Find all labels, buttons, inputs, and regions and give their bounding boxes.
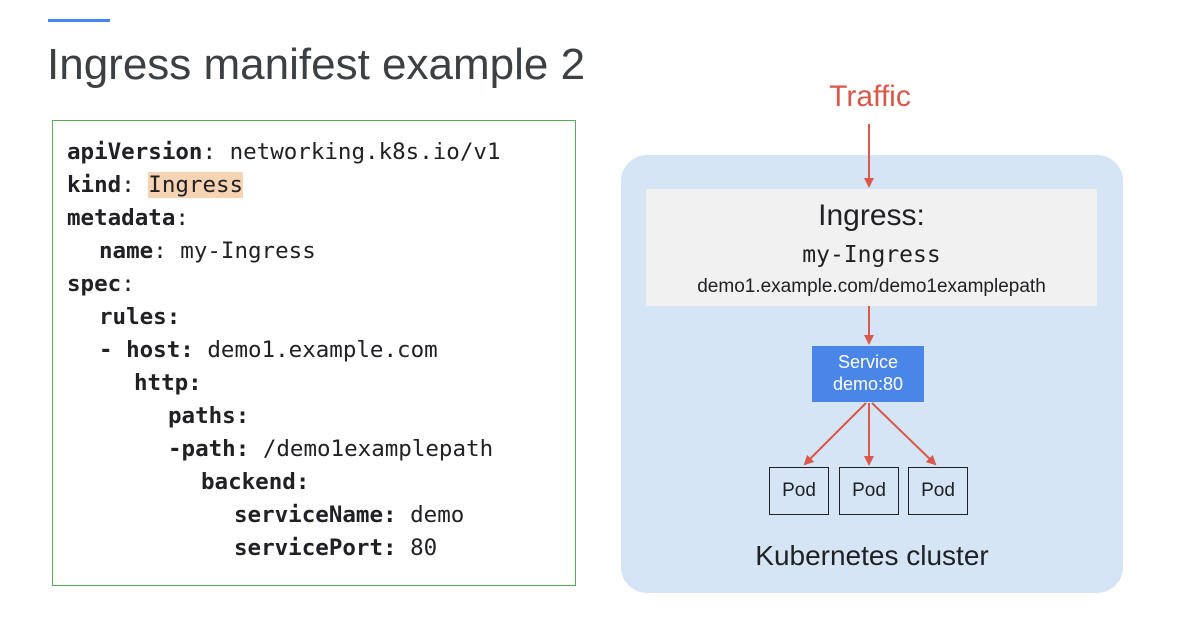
code-key: http:	[134, 370, 202, 396]
pod-box-2: Pod	[839, 467, 899, 515]
ingress-url: demo1.example.com/demo1examplepath	[697, 276, 1046, 297]
code-block: apiVersion: networking.k8s.io/v1 kind: I…	[52, 120, 576, 586]
ingress-box: Ingress: my-Ingress demo1.example.com/de…	[646, 189, 1097, 306]
ingress-name: my-Ingress	[802, 242, 941, 268]
code-line-apiversion: apiVersion: networking.k8s.io/v1	[67, 137, 501, 167]
code-key: spec	[67, 271, 122, 297]
slide-title: Ingress manifest example 2	[47, 40, 586, 89]
code-line-serviceport: servicePort: 80	[234, 533, 437, 563]
service-box: Service demo:80	[812, 346, 924, 402]
code-line-path: -path: /demo1examplepath	[168, 434, 493, 464]
code-sep	[397, 502, 411, 528]
code-key: paths:	[168, 403, 250, 429]
code-line-servicename: serviceName: demo	[234, 500, 464, 530]
code-value: demo1.example.com	[207, 337, 438, 363]
service-name-port: demo:80	[832, 374, 904, 394]
code-line-metadata: metadata:	[67, 203, 189, 233]
code-value: networking.k8s.io/v1	[229, 139, 501, 165]
code-sep	[194, 337, 208, 363]
code-sep: :	[202, 139, 230, 165]
code-line-name: name: my-Ingress	[99, 236, 316, 266]
code-sep: :	[153, 238, 181, 264]
code-line-host: - host: demo1.example.com	[99, 335, 438, 365]
code-line-rules: rules:	[99, 302, 180, 332]
code-key: backend:	[201, 469, 310, 495]
code-key: rules:	[99, 304, 181, 330]
code-key: servicePort:	[234, 535, 397, 561]
code-line-backend: backend:	[201, 467, 309, 497]
code-sep	[397, 535, 411, 561]
code-sep: :	[121, 271, 135, 297]
service-label: Service	[837, 352, 899, 372]
code-sep	[249, 436, 263, 462]
pod-box-3: Pod	[908, 467, 968, 515]
code-key: metadata	[67, 205, 176, 231]
code-value-highlighted: Ingress	[148, 172, 244, 198]
code-value: 80	[410, 535, 438, 561]
traffic-label: Traffic	[829, 80, 911, 113]
code-sep: :	[121, 172, 149, 198]
code-line-spec: spec:	[67, 269, 135, 299]
code-line-paths: paths:	[168, 401, 249, 431]
code-sep: :	[175, 205, 189, 231]
code-key: apiVersion	[67, 139, 203, 165]
ingress-title: Ingress:	[818, 199, 925, 232]
code-key: name	[99, 238, 154, 264]
code-line-kind: kind: Ingress	[67, 170, 244, 200]
title-accent-bar	[48, 19, 110, 22]
code-value: my-Ingress	[180, 238, 316, 264]
code-line-http: http:	[134, 368, 202, 398]
code-value: /demo1examplepath	[262, 436, 494, 462]
code-key: kind	[67, 172, 122, 198]
code-key: -path:	[168, 436, 250, 462]
code-value: demo	[410, 502, 465, 528]
code-key: serviceName:	[234, 502, 397, 528]
cluster-label: Kubernetes cluster	[755, 540, 989, 571]
pod-box-1: Pod	[769, 467, 829, 515]
code-key: - host:	[99, 337, 194, 363]
